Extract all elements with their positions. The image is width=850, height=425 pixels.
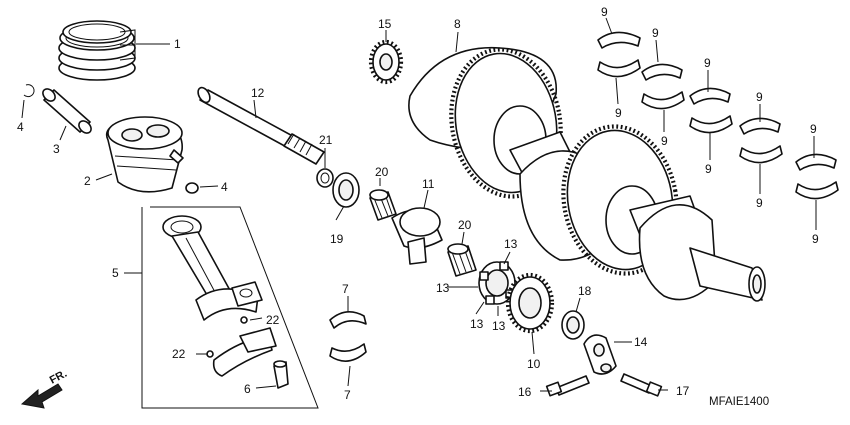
washer-18: [561, 310, 585, 340]
callout-9-e: 9: [704, 56, 711, 70]
callout-5: 5: [112, 266, 119, 280]
cam-chain-sprocket-15: [368, 39, 404, 85]
damper-rubbers-13: [478, 261, 516, 305]
callout-9-j: 9: [812, 232, 819, 246]
callout-9-i: 9: [810, 122, 817, 136]
piston-rings: [58, 20, 136, 81]
callout-15: 15: [378, 17, 392, 31]
callout-19: 19: [330, 232, 344, 246]
needle-bearing-20-upper: [369, 189, 397, 221]
connecting-rod-assembly: [141, 206, 319, 409]
thrust-washer-21: [316, 168, 334, 188]
starter-clutch-11: [391, 207, 443, 265]
callout-13-d: 13: [492, 319, 506, 333]
piston-pin-clip-left: [23, 84, 35, 98]
callout-6: 6: [244, 382, 251, 396]
piston-pin-clip-right: [185, 182, 199, 194]
callout-14: 14: [634, 335, 648, 349]
callout-7-top: 7: [342, 282, 349, 296]
callout-7-bottom: 7: [344, 388, 351, 402]
piston: [105, 116, 184, 193]
callout-9-f: 9: [705, 162, 712, 176]
callout-20-b: 20: [458, 218, 472, 232]
callout-8: 8: [454, 17, 461, 31]
oil-seal-19: [332, 172, 360, 208]
callout-1: 1: [174, 37, 181, 51]
callout-22-right: 22: [266, 313, 280, 327]
bolt-16: [545, 375, 590, 397]
callout-9-g: 9: [756, 90, 763, 104]
callout-18: 18: [578, 284, 592, 298]
needle-bearing-20-lower: [447, 243, 477, 277]
callout-3: 3: [53, 142, 60, 156]
leader-lines: [21, 17, 817, 392]
callout-9-c: 9: [652, 26, 659, 40]
callout-13-c: 13: [470, 317, 484, 331]
callout-9-d: 9: [661, 134, 668, 148]
callout-9-a: 9: [601, 5, 608, 19]
callout-2: 2: [84, 174, 91, 188]
bearing-shell-7-pair: [329, 311, 367, 362]
callout-17: 17: [676, 384, 690, 398]
callout-16: 16: [518, 385, 532, 399]
main-bearing-shells: [597, 31, 839, 200]
callout-12: 12: [251, 86, 265, 100]
drawing-code: MFAIE1400: [709, 396, 769, 408]
primary-drive-gear-10: [505, 272, 555, 334]
callout-11: 11: [422, 177, 435, 191]
crankshaft: [408, 46, 766, 302]
bolt-17: [620, 373, 663, 397]
callout-20-a: 20: [375, 165, 389, 179]
callout-10: 10: [527, 357, 541, 371]
front-direction-arrow: [20, 383, 63, 409]
callout-13-a: 13: [504, 237, 518, 251]
callout-4-right: 4: [221, 180, 228, 194]
callout-9-b: 9: [615, 106, 622, 120]
primary-shaft: [197, 86, 325, 165]
callout-9-h: 9: [756, 196, 763, 210]
callout-21: 21: [319, 133, 333, 147]
callout-labels: 1 2 3 4 4 5 6 7 7 8 9 9 9 9 9 9 9 9 9 9 …: [17, 5, 819, 408]
bracket-14: [583, 334, 617, 375]
piston-pin: [42, 88, 92, 134]
callout-13-b: 13: [436, 281, 450, 295]
front-direction-label: FR.: [48, 368, 69, 387]
callout-4-left: 4: [17, 120, 24, 134]
callout-22-left: 22: [172, 347, 186, 361]
